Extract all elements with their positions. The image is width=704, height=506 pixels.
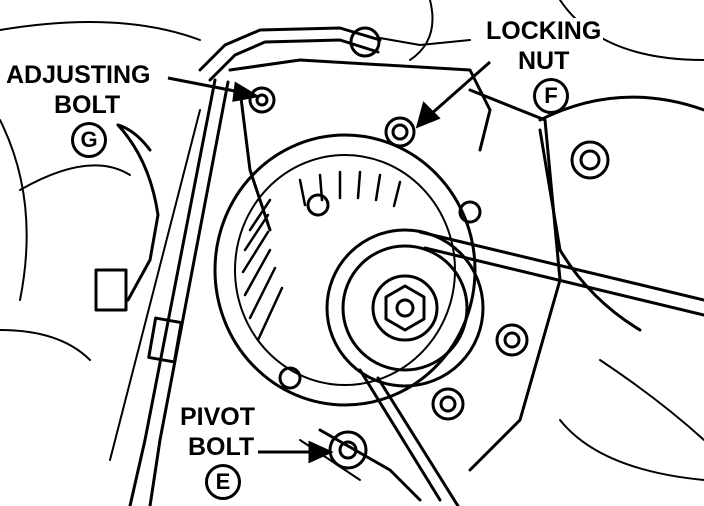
adjusting-bolt-label-line1: ADJUSTING [4, 61, 153, 89]
adjusting-bolt-letter-badge: G [71, 122, 107, 158]
pivot-bolt-label-line2: BOLT [186, 433, 257, 461]
locking-nut-letter-badge: F [533, 78, 569, 114]
adjusting-bolt-label-line2: BOLT [52, 91, 123, 119]
pivot-bolt-letter-badge: E [205, 464, 241, 500]
locking-nut-label-line2: NUT [516, 47, 572, 75]
locking-nut-label-line1: LOCKING [484, 17, 604, 45]
pivot-bolt-label-line1: PIVOT [178, 403, 258, 431]
